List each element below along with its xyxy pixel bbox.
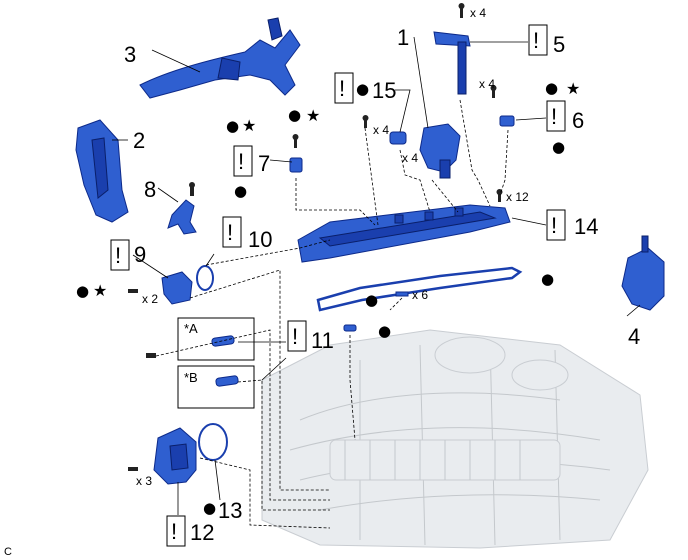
callout-box-b: *B: [177, 365, 255, 409]
label-13: 13: [218, 498, 242, 523]
quantities: x 4 x 4 x 4 x 4 x 12 x 6 x 2 x 3: [136, 6, 529, 488]
label-10: 10: [248, 227, 272, 252]
coil-part-5: [433, 3, 471, 95]
bolts: [362, 115, 503, 202]
bracket-part-8: [167, 182, 197, 235]
dot-gasket-b: ●: [365, 291, 378, 309]
qty-seal: x 4: [402, 151, 418, 165]
warning-boxes: ! ! ! ! ! ! ! ! !: [110, 24, 566, 547]
small-sensor: [343, 324, 357, 332]
warning-15: !: [339, 76, 345, 101]
warning-12: !: [171, 519, 177, 544]
dot-9: ●: [76, 282, 89, 300]
sensor-part-9: [128, 271, 193, 305]
o-ring-part-13: [198, 423, 228, 461]
warning-5: !: [533, 28, 539, 53]
qty-cover-bolt: x 12: [506, 190, 529, 204]
warning-7: !: [238, 149, 244, 174]
part-numbers: 1 2 3 4 5 6 7 8 9 10 11 12 13 14 15: [124, 25, 640, 545]
leader-lines: [112, 36, 641, 529]
warning-9: !: [115, 243, 121, 268]
qty-coil: x 4: [479, 77, 495, 91]
pump-part-12: [128, 427, 197, 485]
box-b-label: *B: [184, 370, 198, 385]
warning-11: !: [292, 324, 298, 349]
qty-plug-tube: x 4: [373, 123, 389, 137]
qty-bolt-top: x 4: [470, 6, 486, 20]
qty-pump: x 3: [136, 474, 152, 488]
bracket-part-2: [75, 119, 129, 223]
dot-gasket: ●: [541, 270, 554, 288]
gasket: [316, 266, 523, 312]
part-7: [289, 134, 303, 173]
figure-code: C: [4, 546, 12, 558]
symbols: ● ● ★ ● ● ★ ● ★ ● ● ★ ● ● ● ●: [76, 79, 580, 517]
label-5: 5: [553, 32, 565, 57]
callout-box-a: *A: [177, 317, 255, 361]
warning-14: !: [551, 213, 557, 238]
label-1: 1: [397, 25, 409, 50]
valve-cover-part-14: [297, 204, 511, 263]
box-a-label: *A: [184, 321, 198, 336]
pump-part-4: [621, 235, 665, 311]
engine-background: [261, 329, 649, 549]
qty-gasket: x 6: [412, 288, 428, 302]
dot-6b: ●: [552, 138, 565, 156]
dot-bolt: ●: [288, 106, 301, 124]
label-3: 3: [124, 42, 136, 67]
label-12: 12: [190, 520, 214, 545]
star-9: ★: [93, 281, 107, 300]
dot-13: ●: [203, 499, 216, 517]
sensor-part-11: [146, 335, 239, 387]
label-11: 11: [311, 328, 334, 353]
part-6: [490, 85, 515, 127]
warning-10: !: [227, 220, 233, 245]
star-bolt: ★: [306, 106, 320, 125]
label-15: 15: [372, 78, 396, 103]
dot-sensor: ●: [378, 322, 391, 340]
dot-7b: ●: [234, 182, 247, 200]
dot-6: ●: [545, 79, 558, 97]
label-7: 7: [258, 151, 270, 176]
star-6: ★: [566, 79, 580, 98]
label-6: 6: [572, 108, 584, 133]
qty-sensor9: x 2: [142, 292, 158, 306]
label-9: 9: [134, 242, 146, 267]
warning-6: !: [551, 104, 557, 129]
seal-part-15: [389, 131, 407, 145]
dot-15: ●: [356, 80, 369, 98]
ignition-coil-part-1: [419, 123, 461, 179]
o-ring-part-10: [196, 265, 214, 291]
dot-7: ●: [226, 117, 239, 135]
label-4: 4: [628, 324, 640, 349]
label-2: 2: [133, 128, 145, 153]
label-8: 8: [144, 177, 156, 202]
star-7: ★: [242, 116, 256, 135]
wire-harness-part-3: [139, 17, 301, 99]
label-14: 14: [574, 214, 598, 239]
